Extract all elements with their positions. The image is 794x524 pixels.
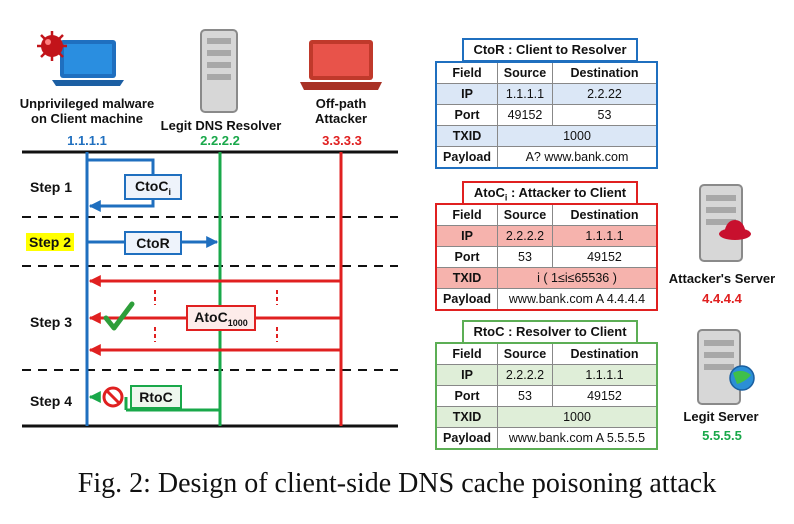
attacker-laptop-icon: [300, 40, 382, 90]
attackers-server-label: Attacker's Server: [668, 271, 776, 286]
rtoc-table: Field Source Destination IP 2.2.2.2 1.1.…: [435, 342, 658, 450]
step-2-label: Step 2: [26, 233, 75, 251]
resolver-label: Legit DNS Resolver: [160, 118, 282, 133]
step-4-label: Step 4: [30, 393, 73, 409]
table-row: Port 49152 53: [435, 104, 658, 126]
legit-server-label: Legit Server: [683, 409, 759, 424]
table-row: Payload www.bank.com A 4.4.4.4: [435, 288, 658, 311]
attacker-label: Off-path Attacker: [314, 96, 368, 126]
ctor-message-box: CtoR: [124, 231, 182, 255]
atoc-message-box: AtoC1000: [186, 305, 256, 331]
ctor-table: Field Source Destination IP 1.1.1.1 2.2.…: [435, 61, 658, 169]
atoc-table-title: AtoCi : Attacker to Client: [462, 181, 638, 205]
table-row: Port 53 49152: [435, 385, 658, 407]
resolver-server-icon: [200, 29, 238, 113]
block-icon: [102, 386, 124, 408]
atoc-table: Field Source Destination IP 2.2.2.2 1.1.…: [435, 203, 658, 311]
rtoc-table-title: RtoC : Resolver to Client: [462, 320, 638, 344]
check-icon: [103, 301, 135, 331]
figure-caption: Fig. 2: Design of client-side DNS cache …: [77, 468, 717, 499]
table-row: TXID i ( 1≤i≤65536 ): [435, 267, 658, 289]
ctoc-message-box: CtoCi: [124, 174, 182, 200]
malware-icon: [37, 31, 67, 61]
rtoc-message-box: RtoC: [130, 385, 182, 409]
table-row: TXID 1000: [435, 125, 658, 147]
table-row: TXID 1000: [435, 406, 658, 428]
table-row: Field Source Destination: [435, 203, 658, 226]
ctor-table-title: CtoR : Client to Resolver: [462, 38, 638, 62]
resolver-ip: 2.2.2.2: [200, 133, 240, 148]
client-label: Unprivileged malware on Client machine: [19, 96, 155, 126]
table-row: Port 53 49152: [435, 246, 658, 268]
step-1-label: Step 1: [30, 179, 73, 195]
table-row: Payload www.bank.com A 5.5.5.5: [435, 427, 658, 450]
attackers-server-ip: 4.4.4.4: [702, 291, 742, 306]
legit-server-icon: [697, 329, 755, 405]
table-row: Field Source Destination: [435, 61, 658, 84]
client-ip: 1.1.1.1: [67, 133, 107, 148]
legit-server-ip: 5.5.5.5: [702, 428, 742, 443]
attacker-ip: 3.3.3.3: [322, 133, 362, 148]
table-row: IP 2.2.2.2 1.1.1.1: [435, 364, 658, 386]
rtoc-arrow: [126, 396, 222, 412]
table-row: IP 2.2.2.2 1.1.1.1: [435, 225, 658, 247]
table-row: Payload A? www.bank.com: [435, 146, 658, 169]
attackers-server-icon: [699, 184, 751, 262]
client-laptop-icon: [52, 40, 124, 86]
step-3-label: Step 3: [30, 314, 73, 330]
table-row: Field Source Destination: [435, 342, 658, 365]
table-row: IP 1.1.1.1 2.2.22: [435, 83, 658, 105]
